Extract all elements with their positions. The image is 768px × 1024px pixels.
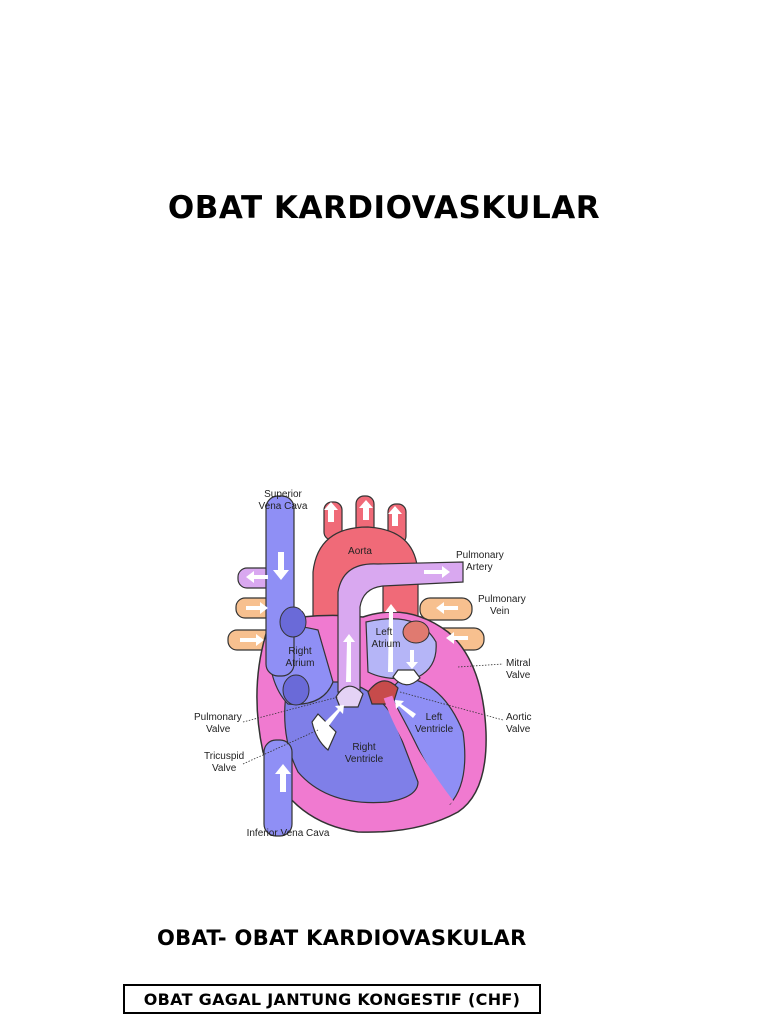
label-leaders xyxy=(242,663,504,765)
label-aortic-valve-1: Aortic xyxy=(506,712,532,723)
flow-arrow-right-pulmonary-vein-lower xyxy=(446,632,468,644)
label-pulmonary-vein-2: Vein xyxy=(490,606,509,617)
label-pulmonary-vein-1: Pulmonary xyxy=(478,594,526,605)
label-left-atrium-1: Left xyxy=(376,627,393,638)
label-pulmonary-artery-2: Artery xyxy=(466,562,493,573)
boxed-heading-text: OBAT GAGAL JANTUNG KONGESTIF (CHF) xyxy=(143,989,521,1009)
label-superior-vena-cava-2: Vena Cava xyxy=(259,501,308,512)
flow-arrow-aorta-middle xyxy=(359,500,373,520)
tricuspid-valve xyxy=(311,713,337,751)
label-inferior-vena-cava: Inferior Vena Cava xyxy=(247,828,330,839)
label-left-atrium-2: Atrium xyxy=(372,639,401,650)
flow-arrow-right-atrium xyxy=(296,594,308,611)
flow-arrow-svc xyxy=(273,552,289,580)
label-left-ventricle-1: Left xyxy=(426,712,443,723)
inferior-vena-cava xyxy=(263,739,293,837)
leader-pulmonary-valve xyxy=(242,696,339,723)
boxed-heading: OBAT GAGAL JANTUNG KONGESTIF (CHF) xyxy=(123,984,541,1014)
label-left-ventricle-2: Ventricle xyxy=(415,724,454,735)
label-right-ventricle-2: Ventricle xyxy=(345,754,384,765)
label-pulmonary-valve-1: Pulmonary xyxy=(194,712,242,723)
label-superior-vena-cava-1: Superior xyxy=(264,489,302,500)
flow-arrow-aorta-right xyxy=(388,506,402,526)
heart-diagram-svg: Superior Vena Cava Aorta Pulmonary Arter… xyxy=(194,489,532,839)
label-right-ventricle-1: Right xyxy=(352,742,376,753)
label-mitral-valve-2: Valve xyxy=(506,670,531,681)
flow-arrow-aortic-outflow xyxy=(385,604,397,672)
flow-arrow-left-ventricle xyxy=(395,700,416,718)
heart-diagram: Superior Vena Cava Aorta Pulmonary Arter… xyxy=(188,482,548,844)
label-mitral-valve-1: Mitral xyxy=(506,658,530,669)
septum xyxy=(383,695,454,807)
flow-arrow-left-atrium xyxy=(406,650,418,669)
label-right-atrium-1: Right xyxy=(288,646,312,657)
flow-arrow-left-pulmonary-artery xyxy=(246,571,268,583)
flow-arrow-left-pulmonary-vein-upper xyxy=(246,602,268,614)
label-tricuspid-valve-1: Tricuspid xyxy=(204,751,244,762)
flow-arrow-aorta-left xyxy=(324,502,338,522)
label-tricuspid-valve-2: Valve xyxy=(212,763,237,774)
label-pulmonary-valve-2: Valve xyxy=(206,724,231,735)
flow-arrow-ivc xyxy=(275,764,291,792)
mitral-valve xyxy=(392,669,421,686)
pulmonary-vein-opening xyxy=(402,620,430,644)
flow-arrow-pulmonary-trunk xyxy=(343,634,355,682)
flow-arrows xyxy=(240,500,468,792)
page-title: OBAT KARDIOVASKULAR xyxy=(167,190,601,226)
svc-opening xyxy=(279,606,307,638)
label-aorta: Aorta xyxy=(348,546,372,557)
section-subtitle: OBAT- OBAT KARDIOVASKULAR xyxy=(157,926,527,950)
label-pulmonary-artery-1: Pulmonary xyxy=(456,550,504,561)
flow-arrow-right-ventricle xyxy=(324,705,344,727)
flow-arrow-left-pulmonary-vein-lower xyxy=(240,634,264,646)
label-aortic-valve-2: Valve xyxy=(506,724,531,735)
flow-arrow-right-pulmonary-vein-upper xyxy=(436,602,458,614)
pulmonary-valve xyxy=(335,685,364,708)
ivc-opening xyxy=(282,674,310,706)
flow-arrow-pulmonary-artery xyxy=(424,566,450,578)
label-right-atrium-2: Atrium xyxy=(286,658,315,669)
